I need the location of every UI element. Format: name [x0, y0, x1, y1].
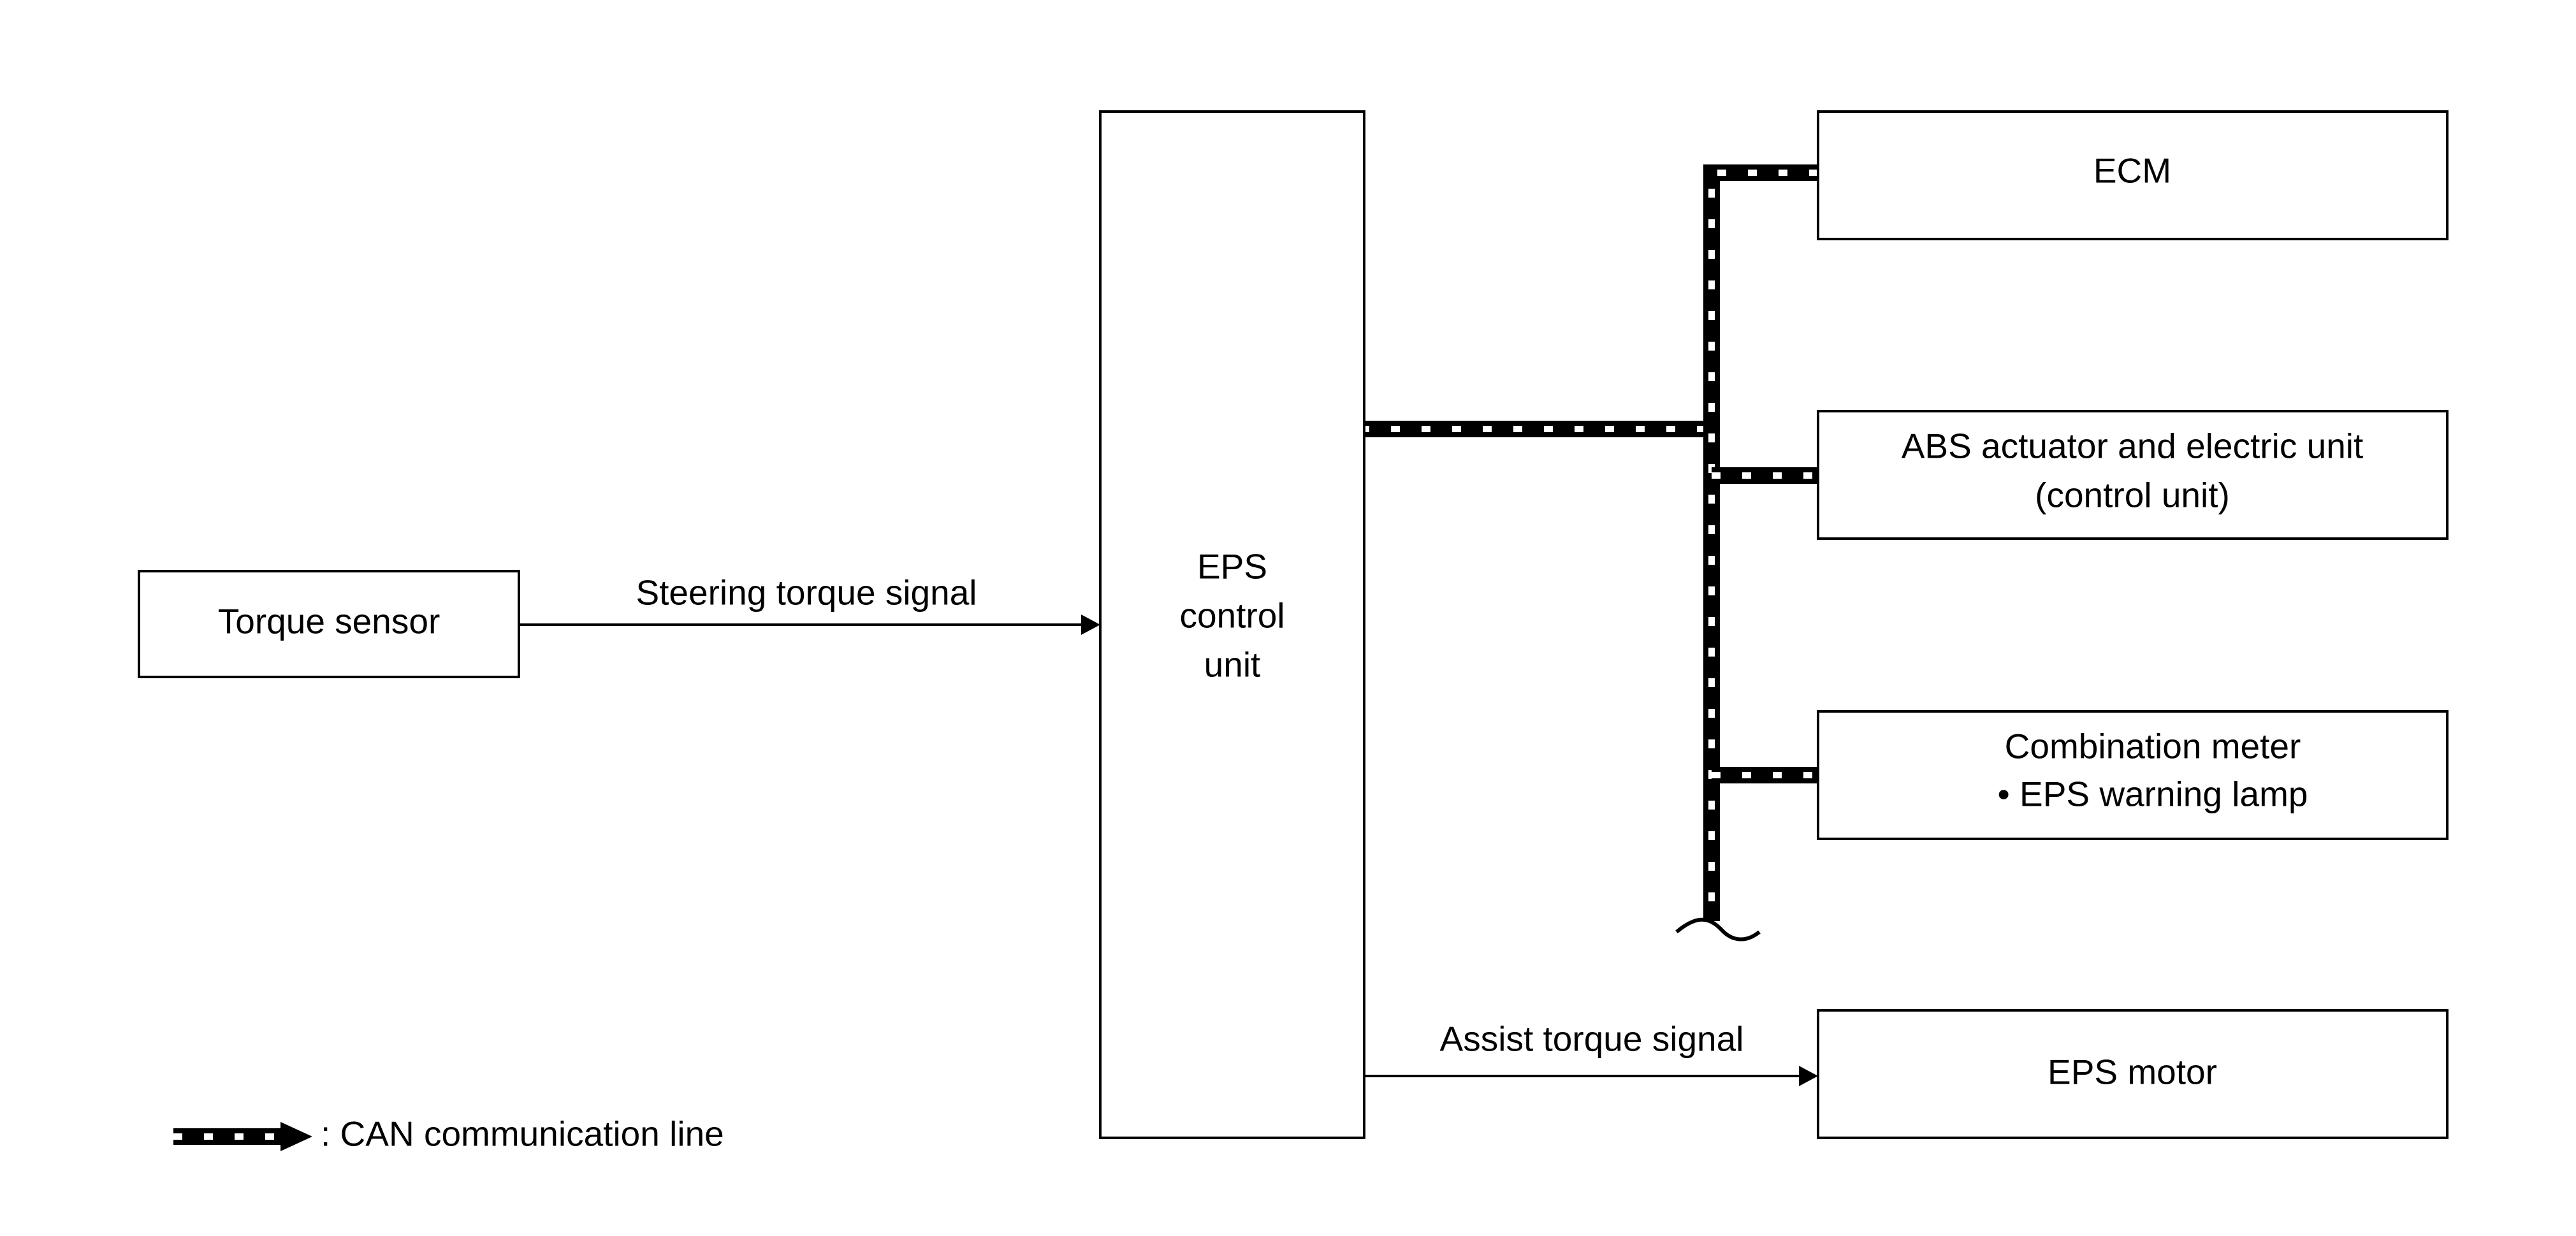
steering-torque-signal-label: Steering torque signal: [636, 573, 977, 613]
abs-box: ABS actuator and electric unit (control …: [1817, 410, 2449, 540]
abs-label-line2: (control unit): [2035, 476, 2230, 515]
eps-control-unit-box: EPS control unit: [1099, 110, 1365, 1139]
eps-motor-label: EPS motor: [2048, 1052, 2217, 1092]
torque-sensor-box: Torque sensor: [138, 570, 520, 678]
combination-meter-box: Combination meter • EPS warning lamp: [1817, 710, 2449, 840]
can-bus: [1360, 164, 1818, 942]
combination-meter-label: Combination meter: [2005, 727, 2301, 766]
torque-sensor-label: Torque sensor: [218, 602, 440, 641]
ecm-box: ECM: [1817, 110, 2449, 240]
assist-torque-signal-label: Assist torque signal: [1440, 1019, 1744, 1059]
can-bus-break-mark: [1675, 917, 1761, 942]
can-line-legend-sample: [173, 1122, 312, 1151]
eps-motor-box: EPS motor: [1817, 1009, 2449, 1139]
can-line-legend-label: : CAN communication line: [321, 1114, 724, 1154]
eps-control-unit-label-line3: unit: [1204, 645, 1261, 685]
legend: : CAN communication line: [173, 1114, 724, 1154]
steering-torque-arrowhead: [1081, 614, 1100, 635]
eps-warning-lamp-label: • EPS warning lamp: [1998, 774, 2308, 814]
assist-torque-signal: Assist torque signal: [1364, 1019, 1818, 1086]
steering-torque-signal: Steering torque signal: [519, 573, 1100, 635]
eps-control-unit-label-line2: control: [1179, 596, 1284, 636]
assist-torque-arrowhead: [1799, 1066, 1818, 1086]
abs-label-line1: ABS actuator and electric unit: [1902, 426, 2364, 466]
can-line-trunk: [1703, 164, 1818, 921]
eps-control-unit-label-line1: EPS: [1197, 547, 1267, 586]
ecm-label: ECM: [2093, 151, 2171, 191]
can-line-legend-arrowhead: [280, 1122, 312, 1151]
